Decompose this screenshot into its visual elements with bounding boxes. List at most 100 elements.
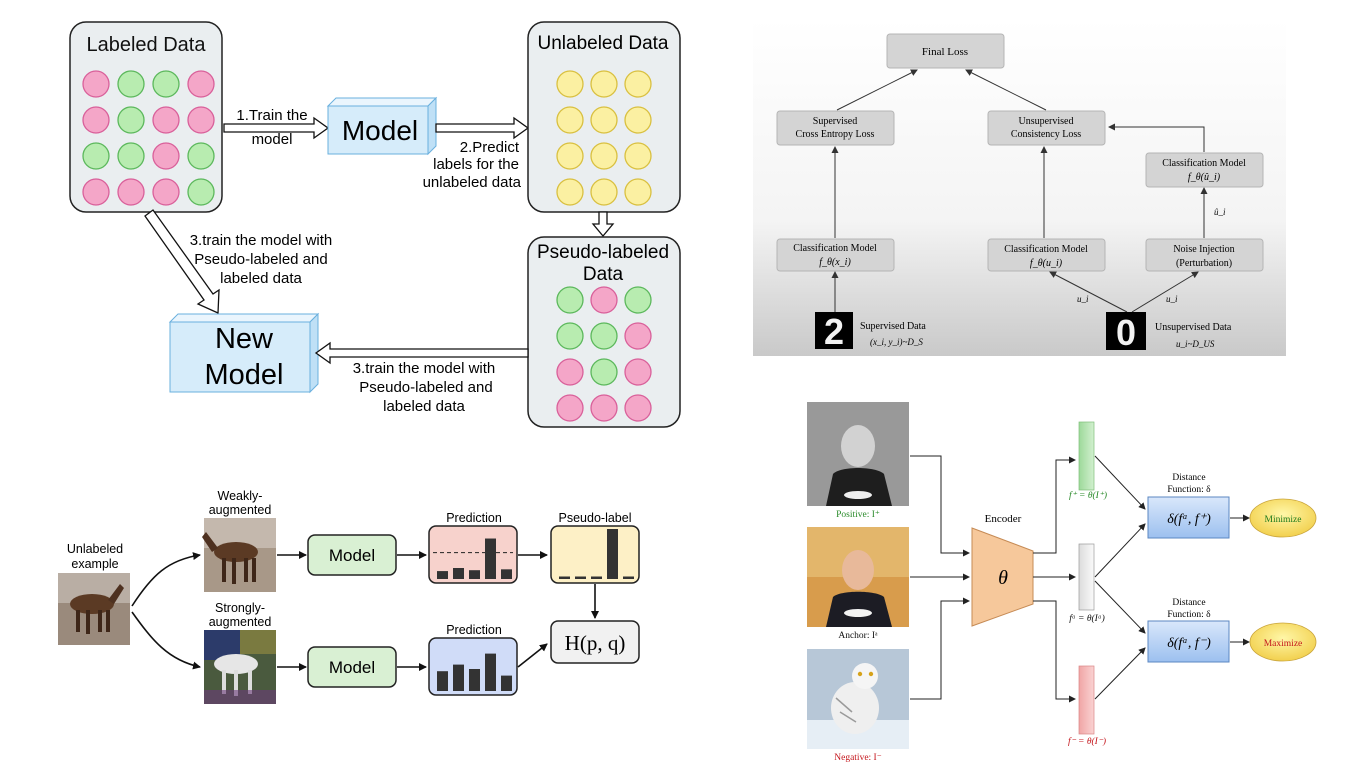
model-label: Model [342, 115, 418, 146]
step3b-label-3: labeled data [383, 398, 465, 415]
new-model-label-2: Model [205, 359, 284, 391]
labeled-dot-pink [187, 106, 215, 134]
prediction-top-bar-1 [437, 571, 448, 579]
noise-label-1: Noise Injection [1173, 244, 1234, 255]
distance-bottom-label-1: Distance [1172, 598, 1205, 608]
maximize-ellipse [1249, 622, 1317, 662]
weak-aug-label-2: augmented [209, 503, 272, 517]
pseudo-dot-green [556, 286, 584, 314]
f-neg-label: f⁻ = θ(I⁻) [1068, 736, 1106, 747]
labeled-dot-grid [82, 70, 215, 206]
labeled-dot-green [117, 142, 145, 170]
train-arrow [223, 116, 330, 140]
anchor-photo [807, 527, 909, 627]
unlabeled-dot-yellow [624, 70, 652, 98]
supervised-loss-label-2: Cross Entropy Loss [796, 129, 875, 140]
supervised-loss-label-1: Supervised [813, 116, 857, 127]
minimize-label: Minimize [1265, 515, 1302, 525]
final-loss-node [886, 33, 1005, 69]
feature-positive-bar [1078, 421, 1095, 491]
prediction-bottom-bar-4 [485, 653, 496, 691]
encoder-label: Encoder [985, 513, 1022, 525]
distance-bottom-box [1147, 620, 1230, 663]
prediction-bottom-bar-1 [437, 671, 448, 691]
unlabeled-dot-yellow [624, 106, 652, 134]
pseudo-dot-pink [590, 286, 618, 314]
labeled-dot-green [117, 106, 145, 134]
horse-image-strong [204, 630, 276, 704]
digit-two-image [815, 312, 853, 349]
pseudo-dot-pink [624, 358, 652, 386]
minimize-ellipse [1249, 498, 1317, 538]
new-model-label-1: New [215, 323, 274, 355]
labeled-dot-green [152, 70, 180, 98]
unsupervised-data-label-1: Unsupervised Data [1155, 322, 1232, 333]
left-arrow [314, 341, 529, 365]
prediction-top-label: Prediction [446, 511, 502, 525]
unlabeled-dot-yellow [556, 142, 584, 170]
unlabeled-data-title: Unlabeled Data [538, 33, 669, 54]
negative-label: Negative: I⁻ [834, 753, 881, 763]
weak-aug-label-1: Weakly- [218, 489, 263, 503]
predict-arrow [435, 116, 530, 140]
classification-mid-label-1: Classification Model [1004, 244, 1088, 255]
pseudo-dot-green [624, 286, 652, 314]
f-pos-label: f⁺ = θ(I⁺) [1069, 490, 1107, 501]
unlabeled-example-label-2: example [71, 557, 118, 571]
u-right-label: u_i [1166, 294, 1178, 304]
labeled-dot-green [82, 142, 110, 170]
unlabeled-dot-grid [556, 70, 652, 206]
noise-injection-node [1145, 238, 1264, 272]
prediction-bottom-bar-3 [469, 669, 480, 691]
prediction-top-bars [437, 538, 512, 579]
noise-label-2: (Perturbation) [1176, 258, 1232, 269]
loss-label: H(p, q) [565, 631, 626, 655]
step3b-label-2: Pseudo-labeled and [359, 379, 492, 396]
step2-label-1: 2.Predict [460, 139, 520, 156]
classification-right-label-2: f_θ(û_i) [1188, 172, 1221, 183]
step1-label-2: model [252, 131, 293, 148]
maximize-label: Maximize [1264, 639, 1303, 649]
distance-top-label-2: Function: δ [1167, 485, 1211, 495]
strong-aug-label-1: Strongly- [215, 601, 265, 615]
supervised-data-label-2: (x_i, y_i)~D_S [870, 337, 923, 347]
pseudo-label-bar-5 [623, 576, 634, 579]
pseudo-labeling-panel: Labeled Data 1.Train the model Model 2.P… [69, 21, 681, 428]
labeled-dot-green [117, 70, 145, 98]
unsupervised-loss-label-2: Consistency Loss [1011, 129, 1081, 140]
classification-node-left [776, 238, 895, 272]
labeled-data-title: Labeled Data [87, 34, 207, 56]
unlabeled-dot-yellow [624, 178, 652, 206]
unlabeled-dot-yellow [624, 142, 652, 170]
labeled-dot-green [187, 178, 215, 206]
classification-left-label-1: Classification Model [793, 243, 877, 254]
positive-label: Positive: I⁺ [836, 510, 880, 520]
labeled-data-box [69, 21, 223, 213]
encoder-trapezoid [971, 527, 1034, 627]
feature-anchor-bar [1078, 543, 1095, 611]
supervised-loss-node [776, 110, 895, 146]
pseudo-dot-green [590, 358, 618, 386]
delta-neg-label: δ(fᵃ, f⁻) [1167, 636, 1211, 651]
classification-node-right [1145, 152, 1264, 188]
classification-left-label-2: f_θ(x_i) [819, 257, 851, 268]
fixmatch-model-top-label: Model [329, 546, 375, 565]
labeled-dot-pink [117, 178, 145, 206]
supervised-data-label-1: Supervised Data [860, 321, 926, 332]
pseudo-dot-pink [624, 322, 652, 350]
fixmatch-panel: Unlabeled example Weakly- augmented [58, 489, 640, 704]
prediction-top-bar-4 [485, 538, 496, 579]
labeled-dot-pink [152, 142, 180, 170]
loss-box [550, 620, 640, 664]
distance-bottom-label-2: Function: δ [1167, 610, 1211, 620]
fixmatch-model-top [307, 534, 397, 576]
step3a-label-3: labeled data [220, 270, 302, 287]
new-model-box [168, 312, 320, 394]
step1-label: 1.Train the [236, 107, 307, 124]
positive-photo [807, 402, 909, 506]
diagonal-arrow [144, 209, 220, 314]
labeled-dot-pink [82, 70, 110, 98]
prediction-bottom-bars [437, 653, 512, 691]
unlabeled-dot-yellow [556, 70, 584, 98]
